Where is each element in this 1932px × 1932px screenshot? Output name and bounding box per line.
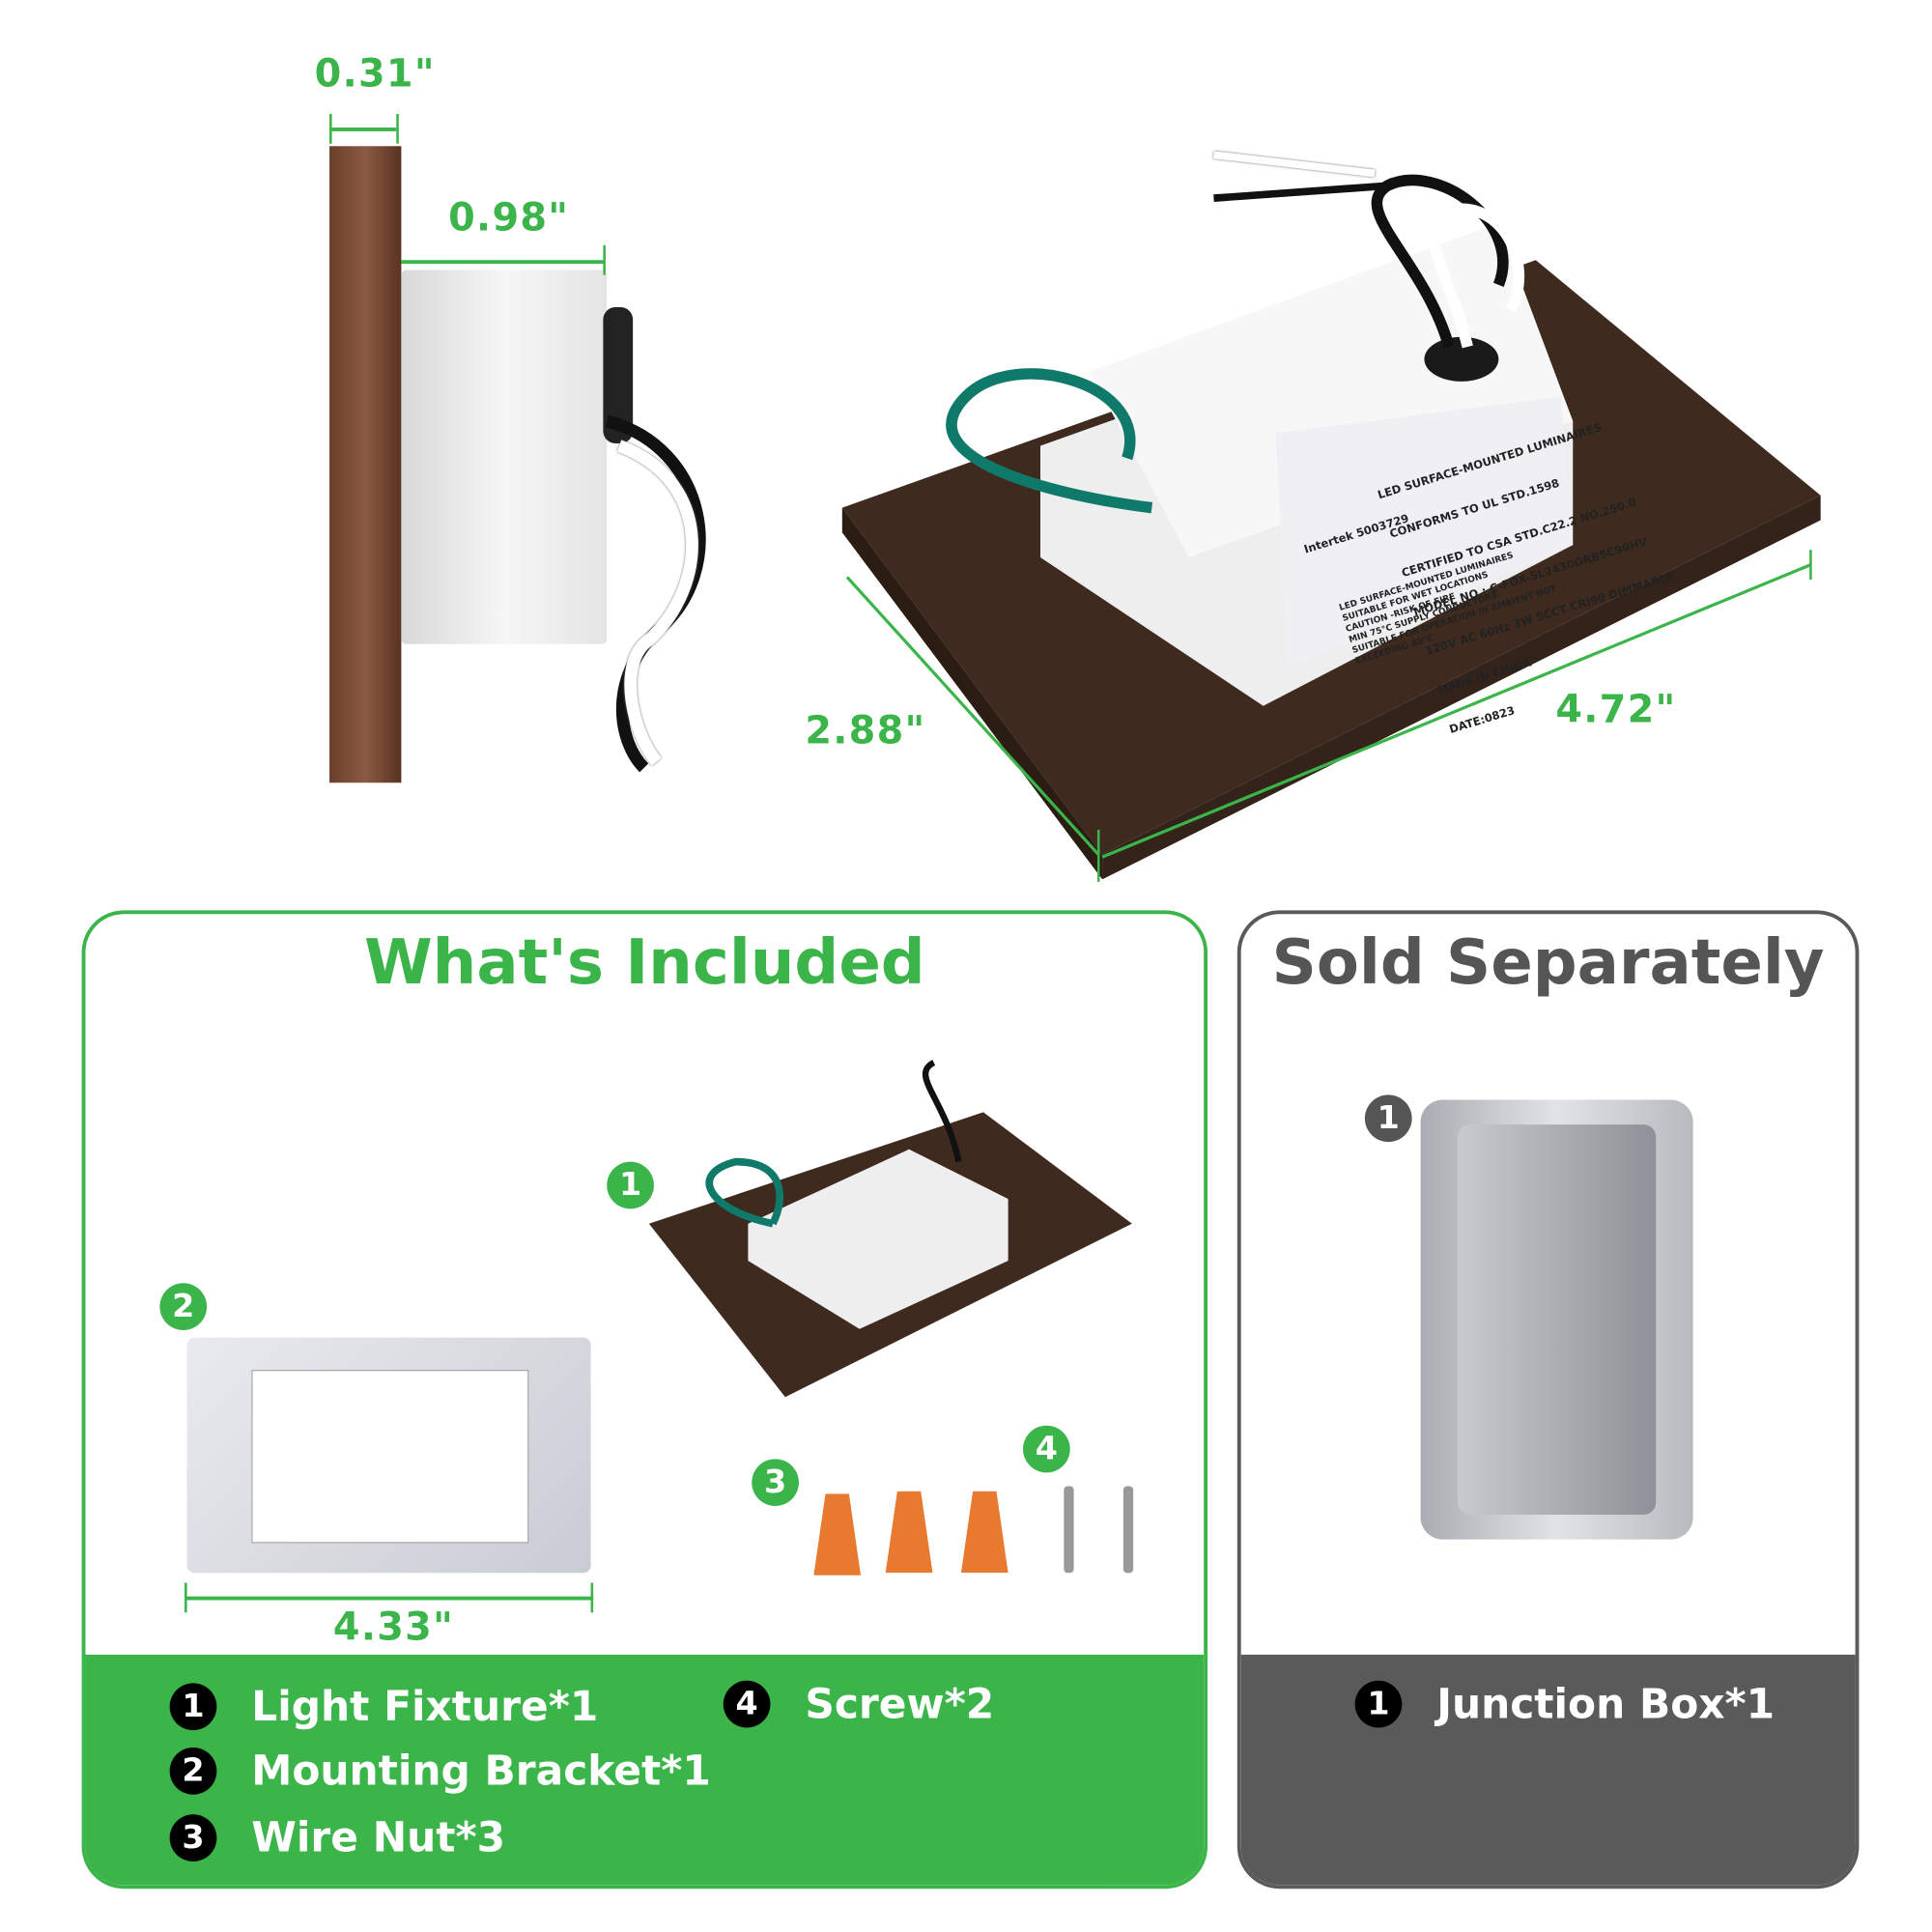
- badge-2: 2: [159, 1283, 208, 1330]
- wall-plate-side: [329, 146, 402, 783]
- junction-box-image: [1420, 1099, 1693, 1540]
- dim-bracket: 4.33": [332, 1605, 455, 1650]
- wire-nut-icon: [960, 1491, 1009, 1574]
- whats-included-title: What's Included: [363, 926, 925, 999]
- sold-separately-title: Sold Separately: [1271, 926, 1825, 999]
- dim-width: 2.88": [805, 708, 926, 753]
- dimension-lines: [845, 550, 1812, 882]
- screw-icon: [1064, 1486, 1074, 1574]
- badge-3: 3: [752, 1459, 799, 1507]
- dim-length: 4.72": [1555, 687, 1677, 732]
- badge-4: 4: [1023, 1425, 1070, 1473]
- wire-nut-icon: [885, 1491, 933, 1574]
- badge-1: 1: [607, 1161, 654, 1209]
- driver-box-side: [401, 270, 608, 644]
- dim-thickness: 0.31": [314, 51, 436, 98]
- screw-icon: [1122, 1486, 1134, 1574]
- dim-depth: 0.98": [448, 195, 570, 241]
- badge-1: 1: [1364, 1094, 1412, 1143]
- wires-side: [605, 414, 706, 773]
- light-fixture-image: [648, 1060, 1132, 1398]
- wire-nut-icon: [813, 1493, 862, 1576]
- mounting-bracket-image: [186, 1337, 591, 1574]
